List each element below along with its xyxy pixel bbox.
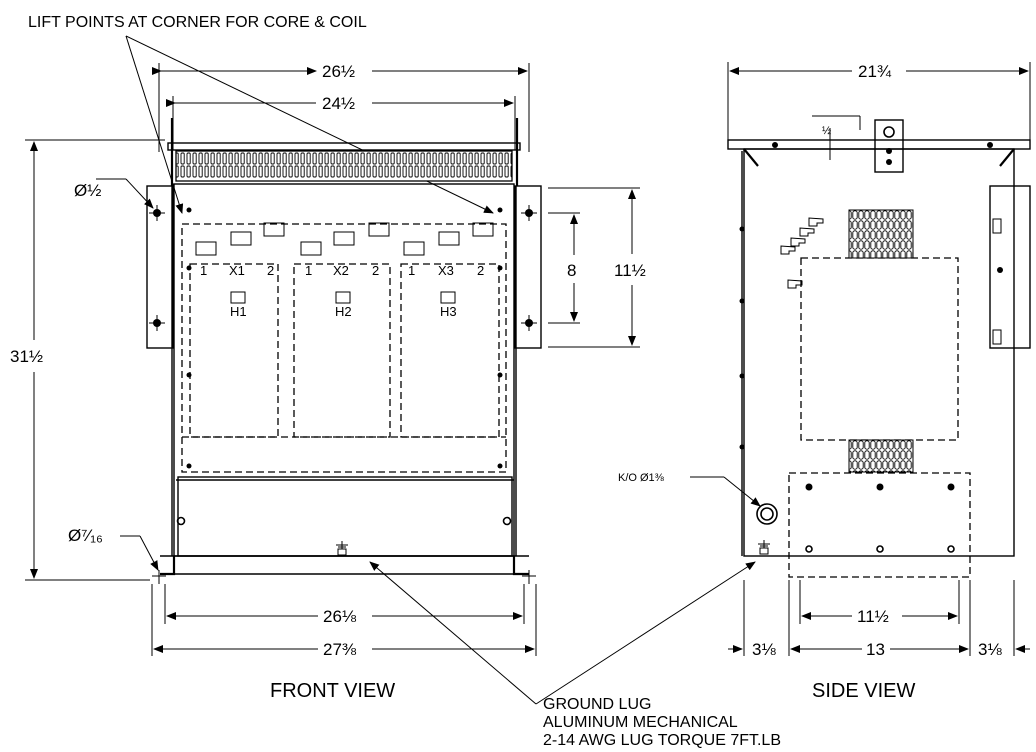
- ground-lug-leaders: [369, 561, 756, 705]
- terminal-label: 2: [477, 263, 484, 278]
- side-view: 21¾ ½: [618, 62, 1031, 702]
- ground-lug-side: [758, 540, 770, 555]
- terminal-label: 1: [305, 263, 312, 278]
- dim-front-base-inner: 26⅛: [323, 607, 357, 626]
- dim-side-left-offset: 3⅛: [752, 640, 776, 659]
- dim-side-overall-top: 21¾: [858, 62, 892, 81]
- dim-side-lift-offset: ½: [822, 125, 831, 137]
- terminal-label: 1: [408, 263, 415, 278]
- ground-lug-note-line3: 2-14 AWG LUG TORQUE 7FT.LB: [543, 732, 781, 749]
- terminal-label: X3: [438, 263, 454, 278]
- dim-front-overall-top: 26½: [322, 62, 355, 81]
- bracket-holes: [149, 205, 537, 331]
- terminal-label: H2: [335, 304, 352, 319]
- lift-points-leaders: [125, 35, 494, 214]
- dim-front-mount-hole: Ø½: [74, 181, 101, 200]
- dim-side-base-overall: 13: [866, 640, 885, 659]
- dim-front-bracket-height: 11½: [614, 261, 646, 280]
- dim-front-base-outer: 27⅜: [323, 640, 357, 659]
- terminal-label: 2: [267, 263, 274, 278]
- side-rivets: [739, 226, 745, 450]
- front-view: 26½ 24½: [10, 62, 646, 702]
- base-panel-holes: [805, 483, 955, 553]
- knockout-note: K/O Ø1⅜: [618, 472, 665, 484]
- dim-front-bracket-span: 8: [567, 261, 576, 280]
- body-rivets: [176, 207, 512, 526]
- terminal-labels: 1 X1 2 1 X2 2 1 X3 2 H1 H2 H3: [200, 263, 484, 319]
- foot-hole-marks: [152, 570, 536, 584]
- side-view-label: SIDE VIEW: [812, 680, 915, 702]
- terminal-label: H3: [440, 304, 457, 319]
- dim-front-foot-hole: Ø⁷⁄₁₆: [68, 526, 103, 545]
- terminal-label: 2: [372, 263, 379, 278]
- dim-front-height: 31½: [10, 347, 43, 366]
- dim-side-right-offset: 3⅛: [978, 640, 1002, 659]
- terminal-label: H1: [230, 304, 247, 319]
- dim-front-inner-top: 24½: [322, 94, 355, 113]
- ground-lug-front: [336, 541, 348, 556]
- dim-side-base-inner: 11½: [857, 607, 889, 626]
- terminal-label: 1: [200, 263, 207, 278]
- terminal-label: X2: [333, 263, 349, 278]
- ground-lug-note-line1: GROUND LUG: [543, 696, 651, 713]
- front-view-label: FRONT VIEW: [270, 680, 395, 702]
- terminal-blocks: [195, 222, 494, 304]
- ground-lug-note-line2: ALUMINUM MECHANICAL: [543, 714, 738, 731]
- terminal-label: X1: [229, 263, 245, 278]
- side-terminals: [780, 217, 824, 289]
- lift-points-note: LIFT POINTS AT CORNER FOR CORE & COIL: [28, 14, 367, 31]
